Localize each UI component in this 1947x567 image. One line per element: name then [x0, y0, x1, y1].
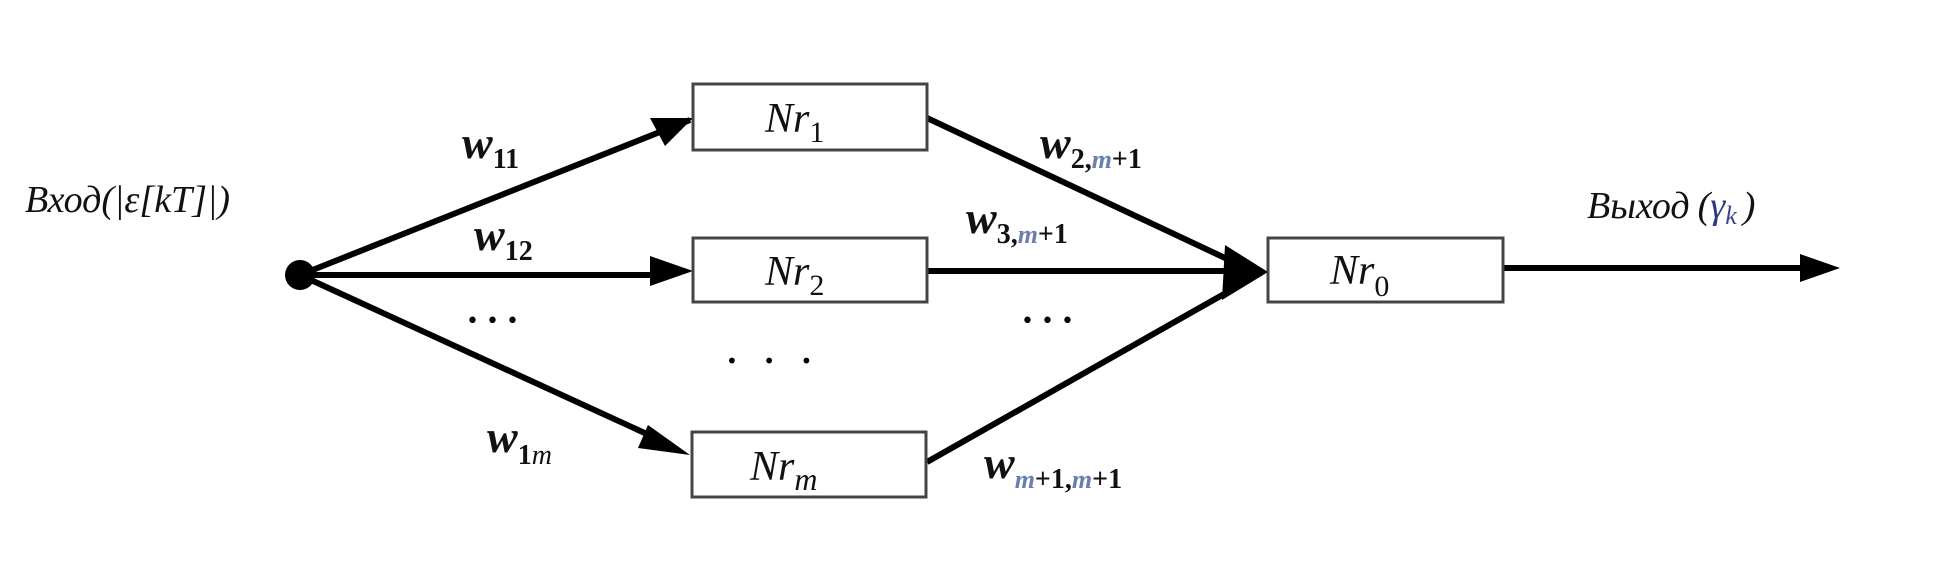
edge-nrm-nr0 — [925, 282, 1242, 465]
neuron-sub: 0 — [1374, 270, 1389, 303]
neuron-sub: 2 — [809, 269, 824, 302]
weight-w12: w12 — [474, 209, 533, 267]
edge-nr1-nr0 — [925, 115, 1242, 268]
ellipsis-middle: • • • — [726, 349, 812, 373]
input-label: Вход(|ε[kT]|) — [25, 179, 230, 221]
neuron-sub: 1 — [809, 116, 824, 149]
weight-w3-m1: w3,m+1 — [966, 192, 1068, 250]
arrowhead-nr1 — [650, 118, 693, 146]
weight-wm1-m1: wm+1,m+1 — [984, 437, 1122, 495]
ellipsis-right: • • • — [1021, 309, 1074, 334]
weight-w1m: w1m — [487, 411, 552, 471]
neuron-label: Nr — [764, 96, 810, 142]
arrowhead-nr0 — [1222, 245, 1268, 300]
neuron-nr1[interactable]: Nr1 — [691, 82, 929, 152]
edge-input-nr1 — [298, 117, 692, 278]
weight-w2-m1: w2,m+1 — [1040, 117, 1142, 175]
svg-text:Nrm: Nrm — [749, 444, 817, 497]
weight-w11: w11 — [462, 117, 519, 175]
neuron-nr0[interactable]: Nr0 — [1266, 236, 1505, 304]
arrowhead-nrm — [638, 425, 690, 455]
neuron-nrm[interactable]: Nrm — [690, 430, 928, 499]
neuron-label: Nr — [749, 444, 795, 490]
arrowhead-output — [1800, 254, 1840, 282]
svg-text:Nr2: Nr2 — [764, 249, 824, 302]
input-node — [285, 260, 315, 290]
neuron-sub: m — [794, 461, 817, 497]
svg-text:Nr1: Nr1 — [764, 96, 824, 149]
neuron-label: Nr — [764, 249, 810, 295]
neuron-nr2[interactable]: Nr2 — [691, 236, 929, 304]
output-label: Выход(γk) — [1587, 185, 1755, 230]
ellipsis-left: • • • — [466, 309, 519, 334]
neuron-label: Nr — [1329, 248, 1375, 294]
arrowhead-nr2 — [650, 256, 693, 286]
edge-input-nrm — [298, 272, 662, 443]
svg-text:Nr0: Nr0 — [1329, 248, 1389, 303]
